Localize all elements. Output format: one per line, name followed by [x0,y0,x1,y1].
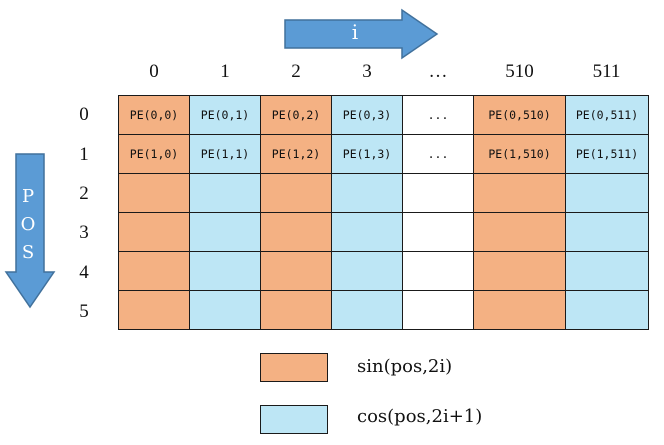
pos-axis-letter-o: O [20,214,36,235]
grid-cell [473,290,566,330]
row-header: 5 [79,301,89,322]
grid-cell [118,212,190,252]
grid-cell [473,212,566,252]
legend-swatch-cos [260,405,328,434]
grid-cell [260,173,332,213]
i-axis-arrow [284,8,439,60]
grid-cell [189,173,261,213]
grid-cell: PE(0,0) [118,95,190,135]
grid-cell: PE(1,3) [331,134,403,174]
grid-cell: PE(1,1) [189,134,261,174]
grid-cell: PE(0,3) [331,95,403,135]
column-header: … [428,61,448,82]
row-header: 0 [79,104,89,125]
column-header: 0 [149,61,159,82]
i-axis-label: i [351,20,359,44]
column-header: 2 [291,61,301,82]
grid-cell [118,173,190,213]
column-header: 1 [220,61,230,82]
row-header: 2 [79,183,89,204]
grid-cell [402,251,474,291]
row-header: 3 [79,222,89,243]
grid-cell [402,212,474,252]
grid-cell [260,251,332,291]
grid-cell [331,173,403,213]
legend-label-sin: sin(pos,2i) [357,356,453,377]
grid-cell [402,290,474,330]
grid-cell [260,212,332,252]
grid-cell: PE(0,2) [260,95,332,135]
grid-cell: ... [402,95,474,135]
grid-cell [331,212,403,252]
grid-cell: PE(1,2) [260,134,332,174]
grid-cell: PE(0,511) [565,95,649,135]
grid-cell [189,290,261,330]
grid-cell: PE(0,510) [473,95,566,135]
grid-cell: PE(0,1) [189,95,261,135]
grid-cell: ... [402,134,474,174]
grid-cell [118,290,190,330]
grid-cell: PE(1,511) [565,134,649,174]
grid-cell [189,251,261,291]
grid-cell: PE(1,0) [118,134,190,174]
column-header: 511 [592,61,621,82]
legend-label-cos: cos(pos,2i+1) [357,406,483,427]
grid-cell [331,251,403,291]
grid-cell [473,173,566,213]
grid-cell [402,173,474,213]
pos-axis-letter-s: S [21,242,35,263]
row-header: 1 [79,144,89,165]
column-header: 3 [362,61,372,82]
pos-axis-letter-p: P [21,186,35,207]
grid-cell [118,251,190,291]
grid-cell [331,290,403,330]
column-header: 510 [505,61,534,82]
grid-cell [565,251,649,291]
grid-cell [473,251,566,291]
pos-axis-arrow [4,153,56,309]
grid-cell [565,290,649,330]
legend-swatch-sin [260,353,328,382]
grid-cell [189,212,261,252]
grid-cell: PE(1,510) [473,134,566,174]
grid-cell [565,173,649,213]
grid-cell [260,290,332,330]
grid-cell [565,212,649,252]
row-header: 4 [79,262,89,283]
